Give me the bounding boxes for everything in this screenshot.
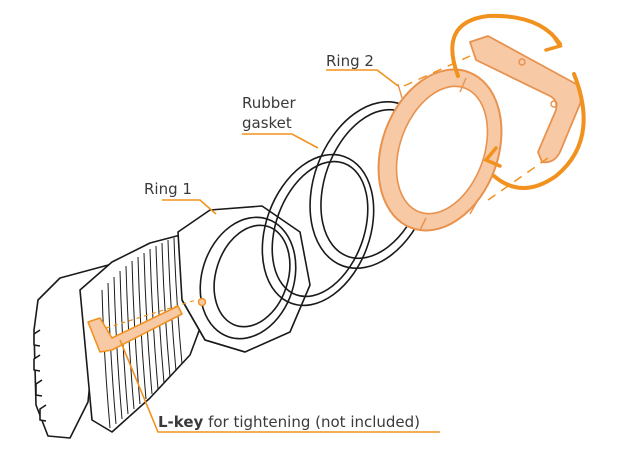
ring-2-leader — [326, 69, 399, 87]
l-key-label: L-key for tightening (not included) — [158, 413, 420, 431]
l-key-leader — [119, 339, 440, 433]
clockwise-rotation-arrow-icon — [450, 13, 586, 190]
ring-2 — [377, 68, 503, 232]
rubber-gasket-label-line-2: gasket — [242, 114, 292, 132]
l-key-tool — [87, 297, 207, 353]
alignment-guides — [105, 55, 549, 329]
l-key-label-bold: L-key — [158, 413, 204, 431]
ring-2-label: Ring 2 — [326, 52, 374, 70]
rubber-gasket-label-line-1: Rubber — [242, 94, 296, 112]
label-leaders — [119, 69, 440, 433]
ring-1-hex-nut — [177, 205, 311, 353]
l-key-label-rest: for tightening (not included) — [203, 413, 421, 431]
pin-tab — [33, 329, 41, 347]
pin-tab — [33, 354, 41, 372]
gasket-leader — [242, 133, 319, 149]
ring-1-label: Ring 1 — [144, 180, 192, 198]
pin-tab — [39, 404, 47, 422]
ring-1-leader — [162, 199, 217, 215]
pin-tab — [35, 379, 43, 397]
